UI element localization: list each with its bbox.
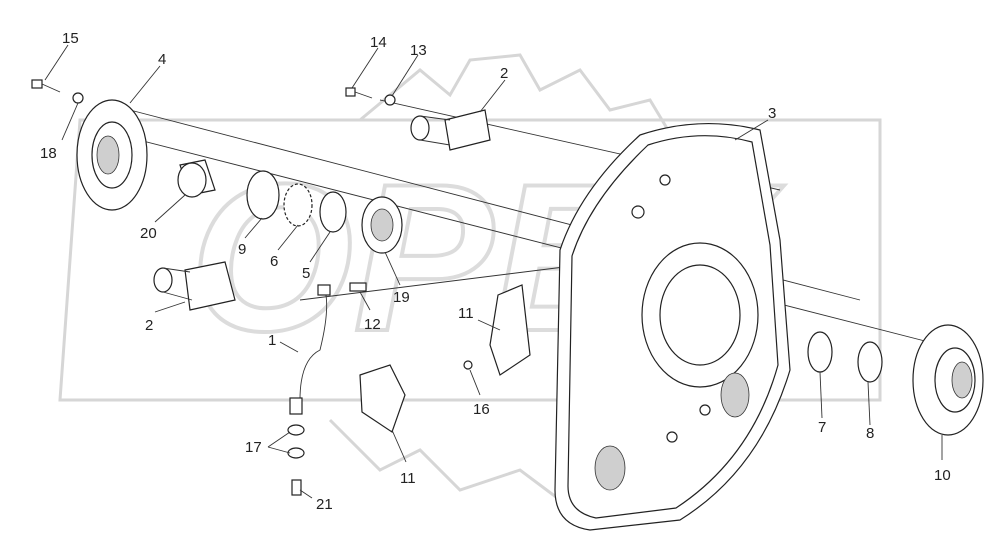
label-20: 20 (140, 225, 157, 242)
bolt-15 (31, 79, 61, 93)
fitting-12 (349, 282, 367, 292)
label-17: 17 (245, 439, 262, 456)
label-8: 8 (866, 425, 874, 442)
gear-ring-6 (283, 183, 313, 227)
leader-lines (44, 44, 943, 499)
housing-plate (554, 122, 791, 531)
label-12: 12 (364, 316, 381, 333)
label-18: 18 (40, 145, 57, 162)
seal-7 (807, 331, 833, 373)
label-4: 4 (158, 51, 166, 68)
cover-11-upper (489, 284, 531, 376)
pin-2-upper (410, 109, 491, 151)
ring-9 (246, 170, 280, 220)
watermark-logo (58, 53, 882, 502)
washer-13 (384, 94, 396, 106)
label-9: 9 (238, 241, 246, 258)
fitting-21 (291, 479, 302, 496)
label-16: 16 (473, 401, 490, 418)
seal-8 (857, 341, 883, 383)
snap-ring-5 (319, 191, 347, 233)
bushing (177, 159, 216, 198)
label-2-upper: 2 (500, 65, 508, 82)
label-10: 10 (934, 467, 951, 484)
sensor-cable-1 (289, 284, 331, 415)
label-19: 19 (393, 289, 410, 306)
label-15: 15 (62, 30, 79, 47)
washer-18 (72, 92, 84, 104)
label-13: 13 (410, 42, 427, 59)
label-11-upper: 11 (458, 305, 474, 322)
cover-11-lower (359, 364, 406, 433)
pin-2-lower (153, 261, 236, 311)
plug-16 (463, 360, 473, 370)
bearing-19 (361, 196, 403, 254)
label-1: 1 (268, 332, 276, 349)
label-11-lower: 11 (400, 470, 416, 487)
label-3: 3 (768, 105, 776, 122)
label-5: 5 (302, 265, 310, 282)
left-flange (76, 99, 148, 211)
label-6: 6 (270, 253, 278, 270)
right-flange (912, 324, 984, 436)
label-21: 21 (316, 496, 333, 513)
washer-17-b (287, 447, 305, 459)
label-2-lower: 2 (145, 317, 153, 334)
washer-17-a (287, 424, 305, 436)
label-14: 14 (370, 34, 387, 51)
label-7: 7 (818, 419, 826, 436)
bolt-14 (345, 87, 373, 99)
